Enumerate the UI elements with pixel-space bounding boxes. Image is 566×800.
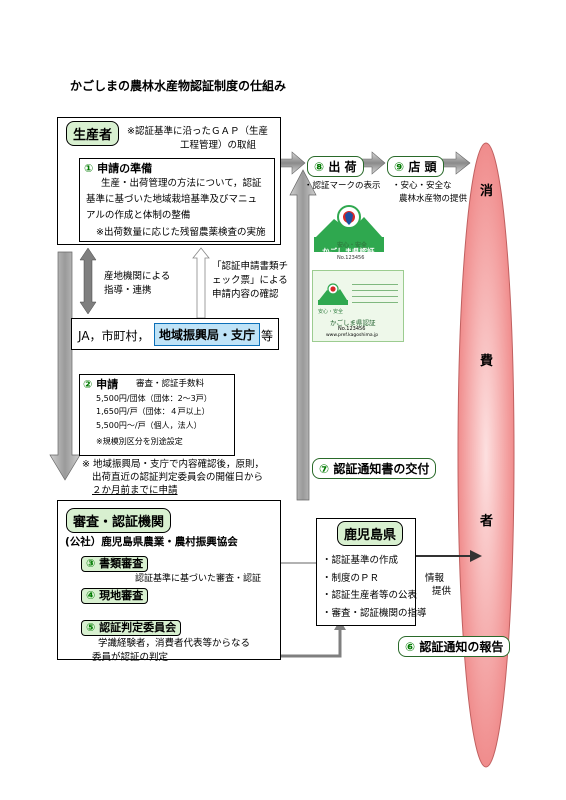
- main-down-arrow: [49, 251, 81, 481]
- certification-label-card: [312, 270, 404, 342]
- step5-box: ⑤ 認証判定委員会: [81, 620, 182, 636]
- pref-item-4: ・審査・認証機関の指導: [322, 608, 427, 619]
- note-3: ２か月前までに申請: [92, 485, 178, 496]
- gap-note-1: ※認証基準に沿ったＧＡＰ（生産: [127, 126, 268, 137]
- fee-2: 1,650円/戸（団体：４戸以上）: [96, 407, 210, 416]
- safe-note-2: 農林水産物の提供: [399, 194, 468, 204]
- guidance-line-1: 産地機関による: [104, 271, 171, 282]
- certification-logo-large: [314, 205, 384, 252]
- pref-item-1: ・認証基準の作成: [322, 555, 399, 566]
- logo1-line1: 安心・安全: [337, 242, 368, 249]
- info-line-1: 情報: [425, 573, 445, 584]
- review-tag: 審査・認証機関: [66, 508, 172, 533]
- step1-desc-2: 基準に基づいた地域栽培基準及びマニュ: [86, 194, 258, 205]
- consumer-char-1: 消: [480, 184, 494, 199]
- committee-2: 委員が認証の判定: [92, 652, 169, 663]
- consumer-char-3: 者: [480, 514, 494, 529]
- prefecture-tag: 鹿児島県: [337, 521, 404, 546]
- logo2-brand: 安心・安全: [318, 309, 344, 315]
- info-line-2: 提供: [432, 586, 452, 597]
- fee-4: ※規模別区分を別途設定: [96, 437, 183, 446]
- logo2-name: かごしま県認証: [330, 319, 376, 327]
- step9-tag: ⑨ 店 頭: [387, 156, 444, 177]
- step1-desc-3: アルの作成と体制の整備: [86, 210, 191, 221]
- step1-box: [79, 158, 275, 242]
- logo1-line2: かごしま県認証: [322, 247, 375, 256]
- fee-3: 5,500円～/戸（個人，法人）: [96, 421, 202, 430]
- step4-box: ④ 現地審査: [81, 588, 149, 604]
- logo2-number: No.123456: [338, 326, 366, 332]
- application-box: [79, 374, 235, 456]
- checklist-line-2: ェック票」による: [212, 275, 288, 286]
- producer-tag: 生産者: [66, 121, 120, 146]
- consumer-oval: [457, 142, 515, 768]
- note-1: ※ 地域振興局・支庁で内容確認後，原則，: [82, 459, 264, 470]
- pref-item-2: ・制度のＰＲ: [322, 573, 380, 584]
- step2-title: ② 申請: [83, 378, 119, 391]
- step1-title: ① 申請の準備: [84, 162, 153, 175]
- step1-desc-1: 生産・出荷管理の方法について，認証: [101, 178, 262, 189]
- safe-note-1: ・安心・安全な: [392, 181, 452, 191]
- logo1-number: No.123456: [337, 255, 365, 261]
- review-note: 認証基準に基づいた審査・認証: [135, 574, 262, 584]
- ja-suffix: 等: [261, 329, 274, 343]
- guidance-two-way-arrow: [79, 247, 97, 315]
- step1-desc-4: ※出荷数量に応じた残留農薬検査の実施: [96, 227, 266, 238]
- checklist-line-3: 申請内容の確認: [212, 289, 279, 300]
- logo2-text-lines: [352, 284, 398, 305]
- page-title: かごしまの農林水産物認証制度の仕組み: [70, 79, 287, 93]
- step8-tag: ⑧ 出 荷: [307, 156, 364, 177]
- step3-box: ③ 書類審査: [81, 556, 149, 572]
- checklist-up-arrow: [192, 247, 210, 319]
- checklist-line-1: 「認証申請書類チ: [212, 261, 289, 272]
- consumer-char-2: 費: [480, 354, 494, 369]
- pref-item-3: ・認証生産者等の公表: [322, 590, 418, 601]
- gap-note-2: 工程管理）の取組: [180, 140, 257, 151]
- ja-highlight: 地域振興局・支庁: [154, 323, 261, 346]
- mark-note: ・認証マークの表示: [304, 181, 381, 191]
- ja-prefix: JA，市町村，: [78, 329, 150, 343]
- step6-tag: ⑥ 認証通知の報告: [398, 636, 511, 657]
- fee-title: 審査・認証手数料: [136, 379, 205, 389]
- notify-up-arrow: [289, 169, 317, 501]
- review-org: (公社）鹿児島県農業・農村振興協会: [65, 536, 238, 548]
- guidance-line-2: 指導・連携: [104, 285, 152, 296]
- logo2-url: www.pref.kagoshima.jp: [326, 333, 379, 338]
- step7-tag: ⑦ 認証通知書の交付: [312, 458, 437, 479]
- committee-1: 学識経験者，消費者代表等からなる: [98, 638, 251, 649]
- certification-logo-small: [318, 283, 348, 305]
- fee-1: 5,500円/団体（団体：2～3戸）: [96, 394, 212, 403]
- note-2: 出荷直近の認証判定委員会の開催日から: [92, 472, 264, 483]
